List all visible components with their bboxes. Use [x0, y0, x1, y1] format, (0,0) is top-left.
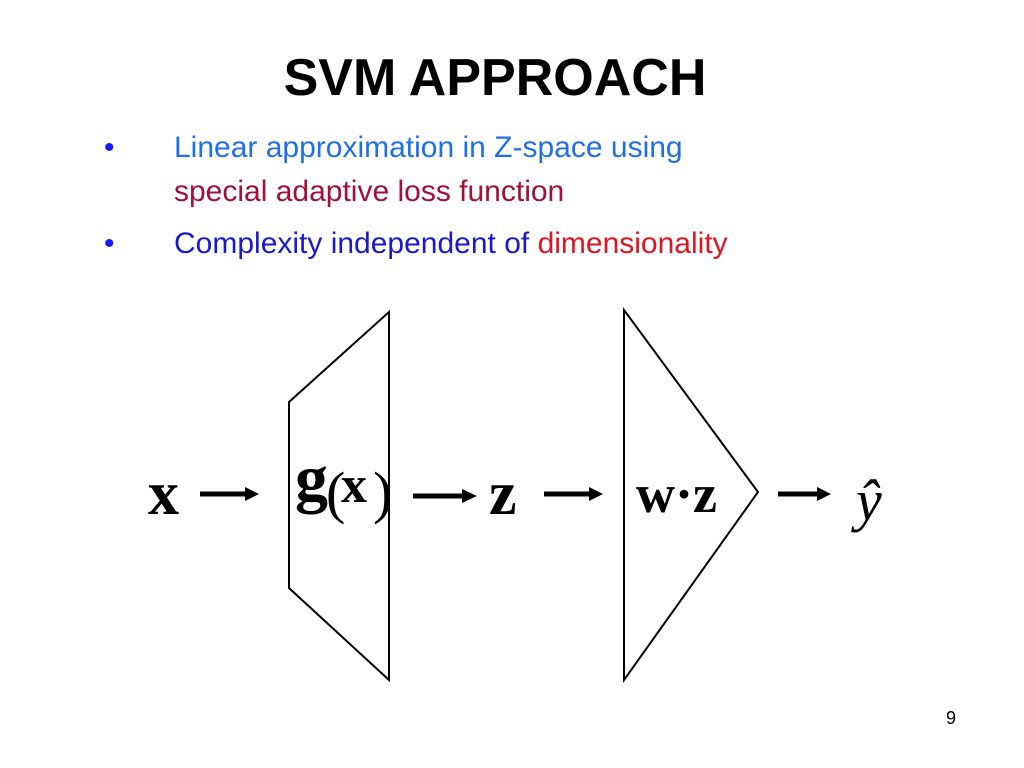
- feature-label: z: [489, 460, 517, 528]
- bullet-text-segment: special adaptive loss function: [174, 175, 565, 208]
- feature-map-block: [288, 309, 390, 683]
- page-number: 9: [946, 708, 957, 728]
- bullet-marker: •: [104, 227, 115, 260]
- arrow-g-to-z: [413, 489, 477, 503]
- bullet-marker: •: [104, 131, 115, 164]
- bullet-item: • Linear approximation in Z-space using …: [100, 126, 980, 214]
- output-label: ŷ: [851, 468, 882, 533]
- bullet-text-segment: Linear approximation in Z-space using: [174, 131, 683, 164]
- right-paren: ): [373, 460, 392, 525]
- feature-map-arg: x: [341, 457, 367, 514]
- arrow-wz-to-y: [778, 487, 831, 501]
- bullet-text-segment: dimensionality: [537, 227, 728, 260]
- linear-combiner-block: [623, 306, 760, 684]
- bullet-text-segment: Complexity independent of: [174, 227, 538, 260]
- linear-combination-label: w·z: [636, 464, 717, 524]
- arrow-z-to-wz: [544, 487, 603, 501]
- left-paren: (: [326, 460, 345, 525]
- feature-map-label: g: [295, 442, 328, 515]
- input-label: x: [148, 460, 179, 528]
- bullet-item: • Complexity independent of dimensionali…: [100, 222, 980, 266]
- slide-title: SVM APPROACH: [283, 49, 707, 107]
- arrow-x-to-g: [200, 487, 259, 501]
- bullet-list: • Linear approximation in Z-space using …: [100, 126, 980, 266]
